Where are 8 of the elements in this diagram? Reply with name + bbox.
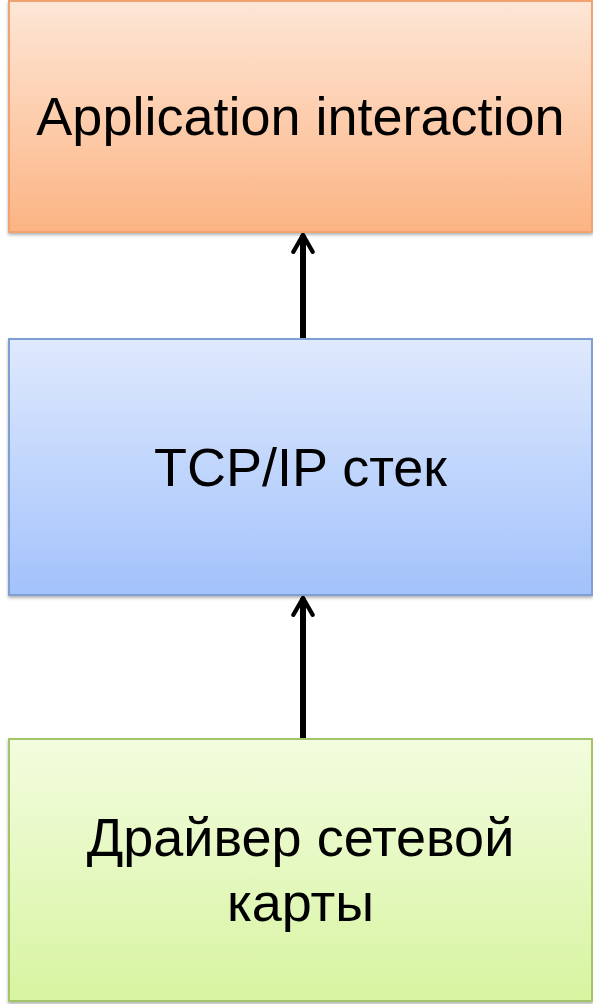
arrow — [291, 232, 315, 338]
arrow — [291, 595, 315, 738]
box-label: Application interaction — [36, 85, 565, 149]
box-label: TCP/IP стек — [154, 435, 447, 499]
process-box — [8, 338, 593, 596]
process-box — [8, 738, 593, 1002]
process-box — [8, 0, 593, 233]
box-label: Драйвер сетевой карты — [85, 806, 516, 934]
